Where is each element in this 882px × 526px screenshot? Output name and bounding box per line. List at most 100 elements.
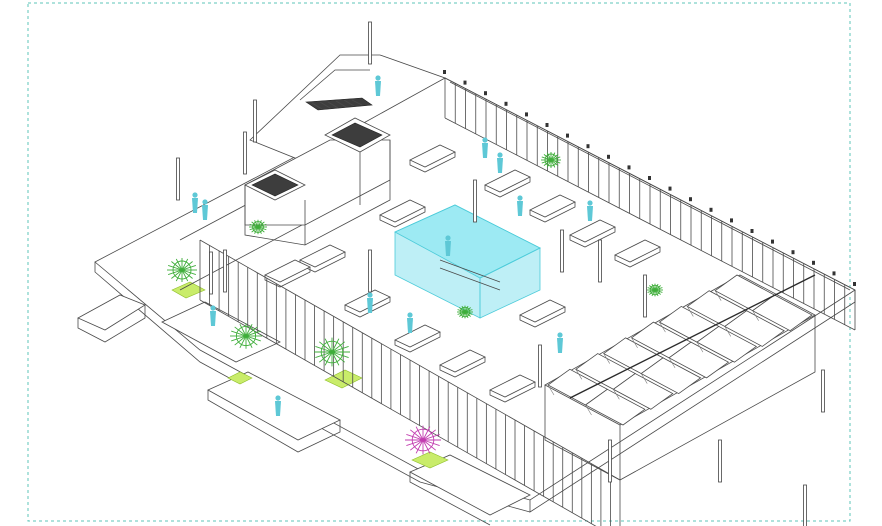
front-facade xyxy=(199,239,621,526)
skylight-depth xyxy=(640,373,648,384)
skylight-cell xyxy=(751,294,813,332)
skylight-depth xyxy=(724,326,732,337)
plant-stroke xyxy=(457,309,466,313)
plant-outline xyxy=(411,428,435,452)
desk-edge xyxy=(484,177,531,198)
mullion-cap xyxy=(709,207,713,212)
plant-stroke xyxy=(171,261,183,271)
person-head xyxy=(367,292,373,298)
desk-edge xyxy=(344,297,391,318)
plant-outline xyxy=(235,325,257,347)
skylight-block xyxy=(544,274,816,481)
plant-stroke xyxy=(254,220,259,228)
skylight-depth xyxy=(631,337,638,349)
mullion-cap xyxy=(463,80,467,85)
mullion-cap xyxy=(607,154,610,159)
plant-stroke xyxy=(550,159,559,167)
plant-outline xyxy=(649,284,661,296)
person-head xyxy=(557,332,563,338)
plant-stroke xyxy=(181,264,196,271)
plant-stroke xyxy=(331,351,346,363)
plant-stroke xyxy=(324,351,333,366)
plant-stroke xyxy=(257,220,262,228)
plant-stroke xyxy=(257,226,267,231)
column xyxy=(473,179,477,223)
plant-stroke xyxy=(257,226,265,233)
plant-stroke xyxy=(550,153,559,161)
column xyxy=(176,157,180,201)
plant-stroke xyxy=(654,287,663,291)
column xyxy=(243,131,247,175)
person-body xyxy=(557,338,563,353)
plant-stroke xyxy=(254,226,259,234)
mullion-cap xyxy=(853,282,856,286)
column xyxy=(598,239,602,283)
plant-stroke xyxy=(249,226,259,231)
mullion-cap xyxy=(525,112,528,117)
person-body xyxy=(407,318,413,333)
skylight-depth xyxy=(547,384,555,396)
person-body xyxy=(210,311,216,326)
column xyxy=(608,439,612,483)
skylight-depth xyxy=(687,306,694,317)
column xyxy=(209,251,213,295)
plant-stroke xyxy=(546,159,552,168)
plant-stroke xyxy=(315,351,333,358)
plant-stroke xyxy=(234,326,247,337)
mullion-cap xyxy=(791,250,795,255)
mullion-cap xyxy=(771,239,774,244)
plant-stroke xyxy=(422,439,440,446)
person-head xyxy=(192,192,198,198)
plant-stroke xyxy=(464,311,473,315)
plant-stroke xyxy=(409,429,424,441)
mullion-cap xyxy=(730,218,733,223)
plant-stroke xyxy=(331,341,346,353)
plant-stroke xyxy=(543,159,552,167)
plant-outline xyxy=(252,221,264,233)
plant-stroke xyxy=(318,351,333,363)
plant-outline xyxy=(172,260,192,280)
column xyxy=(223,249,227,293)
plant-outline xyxy=(544,153,558,167)
skylight-cell xyxy=(584,388,646,426)
upper-terrace xyxy=(249,54,446,161)
skylight-depth xyxy=(752,310,759,321)
plant-stroke xyxy=(181,269,189,282)
plant-stroke xyxy=(464,305,469,313)
plant-stroke xyxy=(415,426,424,441)
skylight-beam xyxy=(569,274,816,399)
person-head xyxy=(517,195,523,201)
mullion-cap xyxy=(689,197,692,202)
column xyxy=(821,369,825,413)
plant-stroke xyxy=(649,285,656,291)
person-body xyxy=(482,143,488,158)
plant-stroke xyxy=(409,439,424,451)
mullion-cap xyxy=(832,271,836,276)
person-body xyxy=(202,205,208,220)
glass-meeting-room xyxy=(394,204,541,319)
mullion-cap xyxy=(648,176,651,180)
skylight-cell xyxy=(724,310,785,347)
column xyxy=(803,484,807,526)
plant-stroke xyxy=(231,330,247,337)
desk-edge xyxy=(394,332,441,353)
mullion-cap xyxy=(812,260,815,265)
plant-stroke xyxy=(422,429,437,441)
plant-stroke xyxy=(406,434,424,441)
plant-stroke xyxy=(181,258,189,271)
plant-stroke xyxy=(546,152,552,161)
plant-stroke xyxy=(231,335,247,342)
mullion-cap xyxy=(586,144,590,149)
plant-stroke xyxy=(461,305,466,313)
mullion-cap xyxy=(504,101,508,106)
plant-stroke xyxy=(234,335,247,346)
plant-stroke xyxy=(651,289,656,297)
desk-edge xyxy=(264,267,311,288)
plant-stroke xyxy=(422,426,431,441)
plant-stroke xyxy=(461,311,466,319)
plant-outline xyxy=(320,340,344,364)
plant-stroke xyxy=(550,156,561,161)
person-body xyxy=(497,158,503,173)
